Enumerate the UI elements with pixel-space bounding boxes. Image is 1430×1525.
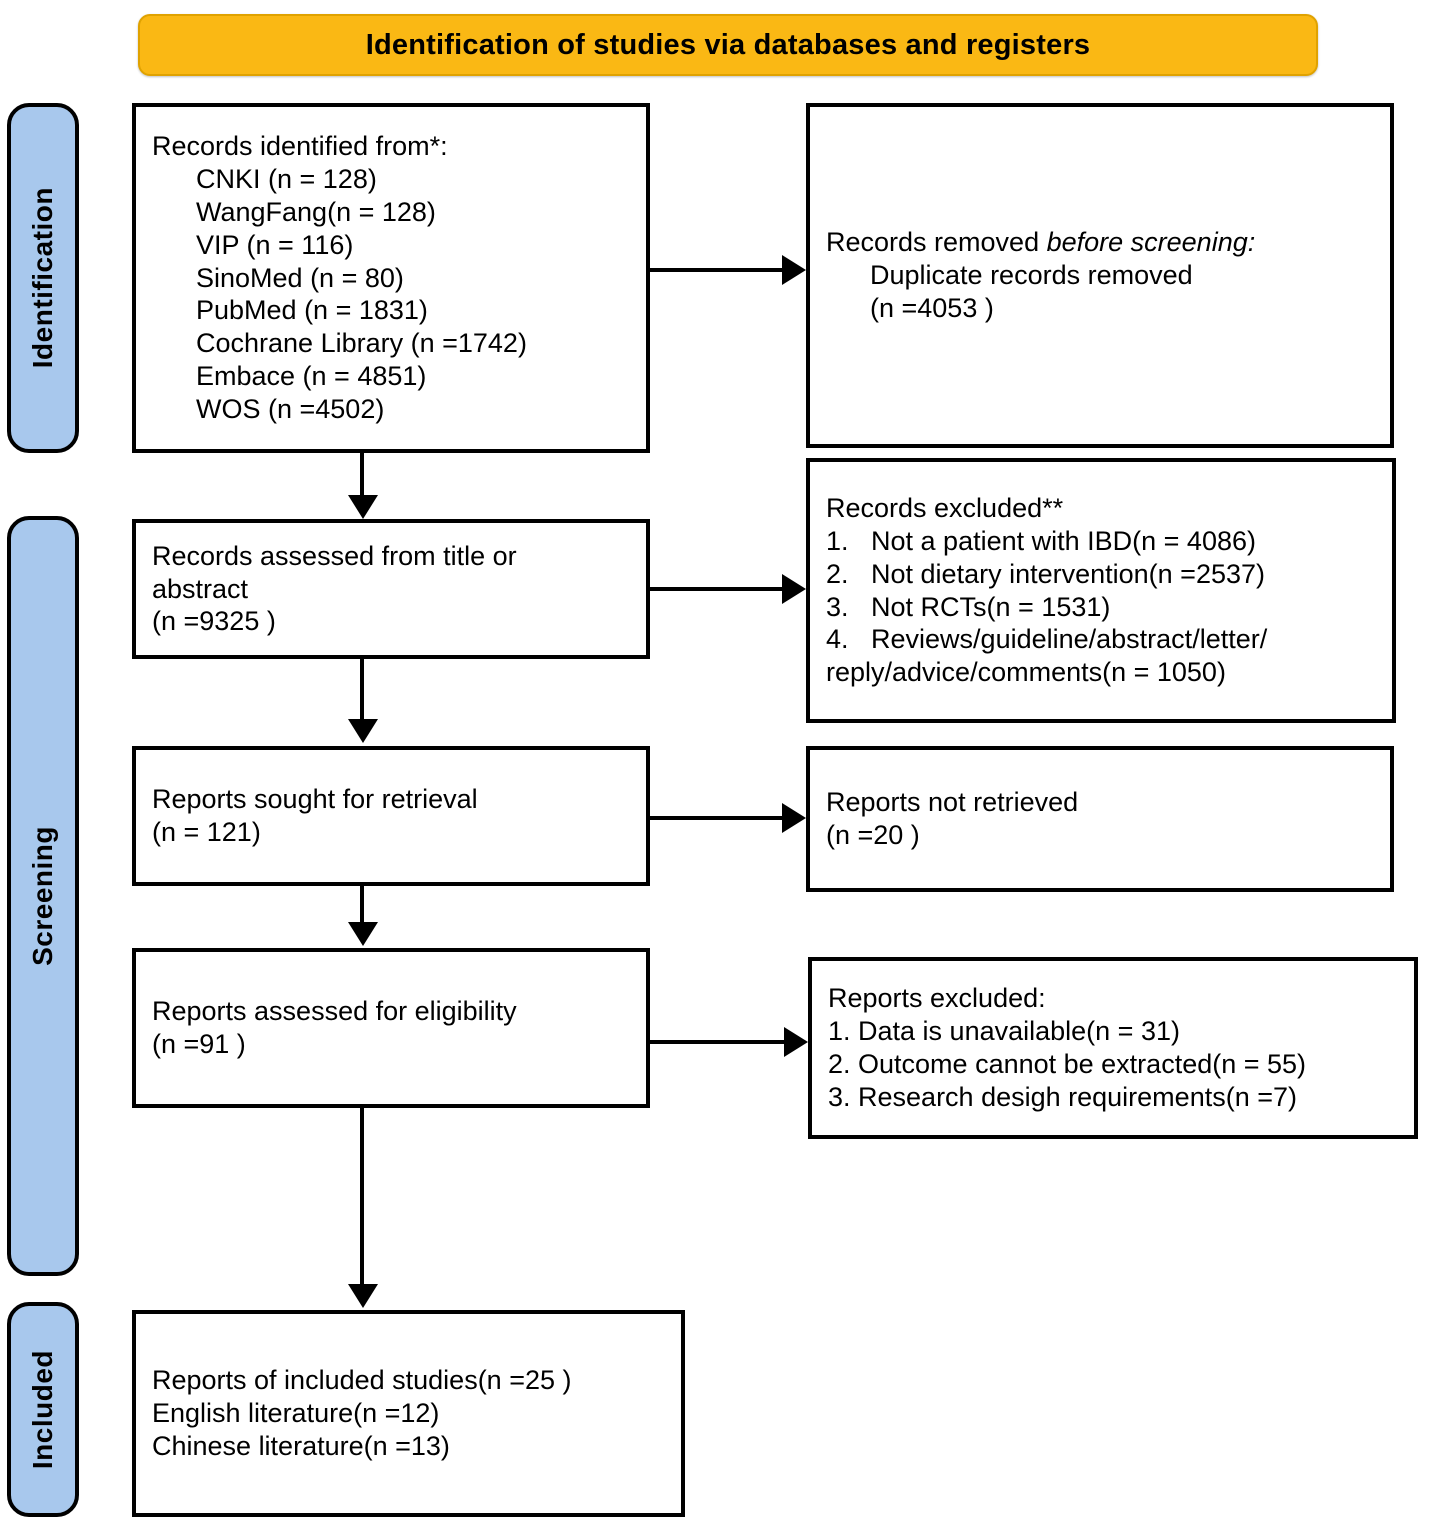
source-item: PubMed (n = 1831) xyxy=(196,295,428,326)
stage-tab-identification: Identification xyxy=(7,103,79,453)
box-reports-eligibility: Reports assessed for eligibility (n =91 … xyxy=(132,948,650,1108)
stage-tab-screening: Screening xyxy=(7,516,79,1276)
duplicate-records-removed: Duplicate records removed xyxy=(870,260,1193,291)
duplicate-records-count: (n =4053 ) xyxy=(870,292,994,323)
box-records-removed: Records removed before screening: Duplic… xyxy=(806,103,1394,448)
records-assessed-line1: Records assessed from title or xyxy=(152,540,517,571)
reports-not-retrieved-count: (n =20 ) xyxy=(826,820,920,850)
source-item: SinoMed (n = 80) xyxy=(196,262,404,293)
stage-label-included: Included xyxy=(27,1349,58,1470)
stage-label-screening: Screening xyxy=(27,826,58,966)
source-item: CNKI (n = 128) xyxy=(196,163,377,194)
report-exclusion-reason: 2. Outcome cannot be extracted(n = 55) xyxy=(828,1049,1307,1079)
records-removed-italic: before screening: xyxy=(1046,227,1256,258)
records-assessed-line2: abstract xyxy=(152,573,249,604)
source-item: Cochrane Library (n =1742) xyxy=(196,328,527,359)
connector-eligibility-to-included xyxy=(360,1108,364,1286)
reports-sought-count: (n = 121) xyxy=(152,817,261,847)
report-exclusion-reason: 3. Research desigh requirements(n =7) xyxy=(828,1081,1297,1112)
stage-label-identification: Identification xyxy=(27,187,58,369)
exclusion-reason: 2. Not dietary intervention(n =2537) xyxy=(826,558,1266,589)
exclusion-reason: 4. Reviews/guideline/abstract/letter/ xyxy=(826,624,1268,655)
diagram-title-text: Identification of studies via databases … xyxy=(365,28,1091,61)
box-records-excluded: Records excluded** 1. Not a patient with… xyxy=(806,458,1396,723)
box-records-identified: Records identified from*: CNKI (n = 128)… xyxy=(132,103,650,453)
box-reports-not-retrieved: Reports not retrieved (n =20 ) xyxy=(806,746,1394,892)
connector-identified-to-assessed xyxy=(360,453,364,497)
arrowhead-right-icon xyxy=(782,255,806,285)
connector-identified-to-removed xyxy=(650,268,784,272)
arrowhead-right-icon xyxy=(784,1027,808,1057)
reports-sought-label: Reports sought for retrieval xyxy=(152,784,478,815)
source-item: WangFang(n = 128) xyxy=(196,196,436,227)
exclusion-reason-continuation: reply/advice/comments(n = 1050) xyxy=(826,657,1226,688)
report-exclusion-reason: 1. Data is unavailable(n = 31) xyxy=(828,1016,1180,1047)
box-records-assessed: Records assessed from title or abstract … xyxy=(132,519,650,659)
box-reports-excluded: Reports excluded: 1. Data is unavailable… xyxy=(808,957,1418,1139)
source-item: VIP (n = 116) xyxy=(196,229,354,260)
connector-assessed-to-sought xyxy=(360,659,364,721)
reports-not-retrieved-label: Reports not retrieved xyxy=(826,787,1079,818)
connector-sought-to-eligibility xyxy=(360,886,364,924)
box-reports-sought: Reports sought for retrieval (n = 121) xyxy=(132,746,650,886)
diagram-title-banner: Identification of studies via databases … xyxy=(138,14,1318,76)
included-english-literature: English literature(n =12) xyxy=(152,1398,440,1429)
reports-eligibility-label: Reports assessed for eligibility xyxy=(152,996,517,1027)
records-removed-heading: Records removed before screening: xyxy=(826,226,1374,259)
stage-tab-included: Included xyxy=(7,1302,79,1517)
arrowhead-down-icon xyxy=(348,495,378,519)
included-chinese-literature: Chinese literature(n =13) xyxy=(152,1430,450,1461)
included-studies-total: Reports of included studies(n =25 ) xyxy=(152,1365,572,1396)
reports-eligibility-count: (n =91 ) xyxy=(152,1029,246,1059)
source-item: WOS (n =4502) xyxy=(196,394,385,425)
source-item: Embace (n = 4851) xyxy=(196,361,427,392)
arrowhead-down-icon xyxy=(348,719,378,743)
arrowhead-right-icon xyxy=(782,574,806,604)
connector-assessed-to-excluded xyxy=(650,587,784,591)
arrowhead-right-icon xyxy=(782,803,806,833)
exclusion-reason: 3. Not RCTs(n = 1531) xyxy=(826,591,1111,622)
exclusion-reason: 1. Not a patient with IBD(n = 4086) xyxy=(826,525,1256,556)
connector-eligibility-to-repexcluded xyxy=(650,1040,786,1044)
connector-sought-to-notretrieved xyxy=(650,816,784,820)
records-assessed-count: (n =9325 ) xyxy=(152,606,276,637)
reports-excluded-heading: Reports excluded: xyxy=(828,983,1046,1014)
arrowhead-down-icon xyxy=(348,922,378,946)
records-identified-heading: Records identified from*: xyxy=(152,130,448,161)
arrowhead-down-icon xyxy=(348,1284,378,1308)
records-removed-prefix: Records removed xyxy=(826,227,1047,258)
records-excluded-heading: Records excluded** xyxy=(826,492,1064,523)
box-included-studies: Reports of included studies(n =25 ) Engl… xyxy=(132,1310,685,1517)
